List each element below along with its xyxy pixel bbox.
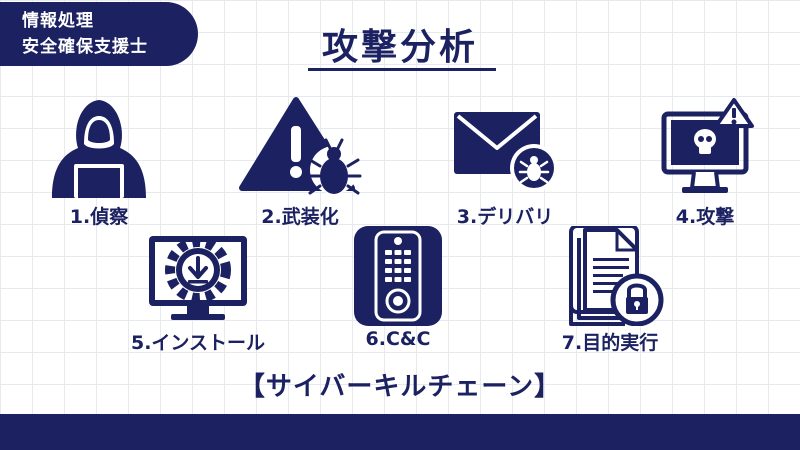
step-1-label: 1.偵察 xyxy=(69,206,129,228)
footer-caption: 【サイバーキルチェーン】 xyxy=(238,372,562,402)
step-2: 2.武装化 xyxy=(230,96,370,229)
hooded-hacker-icon xyxy=(52,100,146,198)
step-7: 7.目的実行 xyxy=(540,226,680,355)
bottom-bar xyxy=(0,414,800,450)
step-7-label: 7.目的実行 xyxy=(561,332,659,354)
step-3-label: 3.デリバリ xyxy=(456,206,554,228)
header-badge: 情報処理 安全確保支援士 xyxy=(0,2,198,66)
envelope-virus-icon xyxy=(454,112,558,192)
monitor-skull-icon xyxy=(661,98,754,193)
step-5-label: 5.インストール xyxy=(130,332,266,354)
step-4: 4.攻撃 xyxy=(640,96,770,229)
title-underline xyxy=(308,68,496,71)
page-title: 攻撃分析 xyxy=(321,27,478,68)
monitor-gear-download-icon xyxy=(149,236,247,320)
badge-line-2: 安全確保支援士 xyxy=(22,37,148,57)
badge-line-1: 情報処理 xyxy=(22,11,94,31)
document-lock-icon xyxy=(569,226,664,326)
step-2-label: 2.武装化 xyxy=(261,206,339,228)
remote-control-icon xyxy=(354,226,442,326)
step-4-label: 4.攻撃 xyxy=(675,206,735,228)
step-6-label: 6.C&C xyxy=(365,328,431,350)
step-1: 1.偵察 xyxy=(34,96,164,229)
step-6: 6.C&C xyxy=(338,226,458,350)
step-5: 5.インストール xyxy=(118,226,278,355)
step-3: 3.デリバリ xyxy=(440,104,570,229)
warning-bug-icon xyxy=(239,97,362,195)
